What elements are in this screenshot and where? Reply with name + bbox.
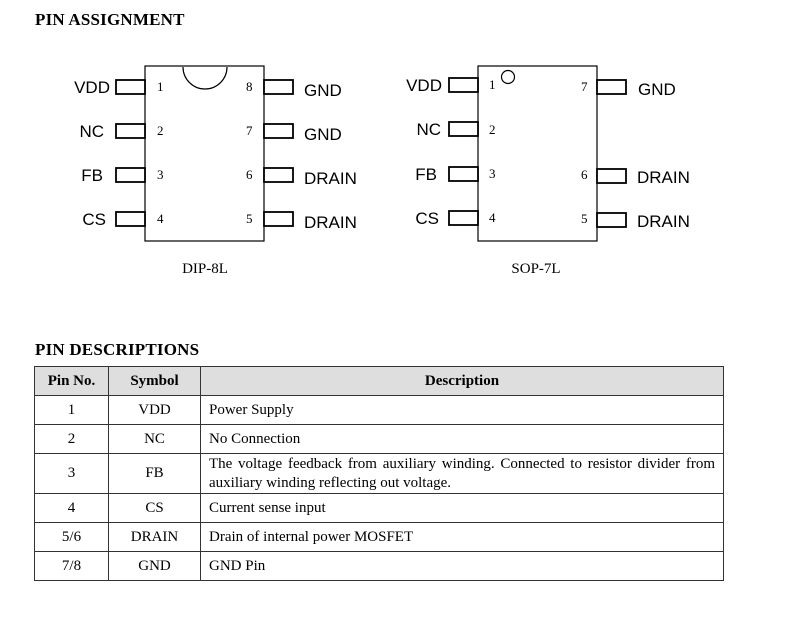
dip-pin-5 [263,211,294,227]
pin-number-cell: 1 [34,395,109,425]
dip-pin-6-number: 6 [246,167,253,182]
dip-pin-5-label: DRAIN [304,213,357,232]
sop-pin-2 [448,121,479,137]
sop-pin-2-number: 2 [489,122,496,137]
dip-pin-2 [115,123,146,139]
sop-pin-5-number: 5 [581,211,588,226]
dip-pin-8-number: 8 [246,79,253,94]
table-row: 1 VDD Power Supply [34,395,724,425]
sop-body [477,65,598,242]
dip-pin-7-label: GND [304,125,342,144]
pin-number-cell: 4 [34,493,109,523]
sop-pin-7-label: GND [638,80,676,99]
sop-pin-1 [448,77,479,93]
description-cell: Drain of internal power MOSFET [200,522,724,552]
pin-number-cell: 2 [34,424,109,454]
dip-pin-4-number: 4 [157,211,164,226]
dip-notch [182,66,228,90]
symbol-cell: FB [108,453,201,494]
table-row: 5/6 DRAIN Drain of internal power MOSFET [34,522,724,552]
sop-pin-2-label: NC [416,120,441,139]
dip-pin-1-number: 1 [157,79,164,94]
table-header-row: Pin No. Symbol Description [34,366,724,396]
dip-pin-3-label: FB [81,166,103,185]
dip-pin-1 [115,79,146,95]
dip-pin-5-number: 5 [246,211,253,226]
dip-pin-2-label: NC [79,122,104,141]
table-row: 7/8 GND GND Pin [34,551,724,581]
header-description: Description [200,366,724,396]
description-cell: Power Supply [200,395,724,425]
dip-pin-8 [263,79,294,95]
sop-pin-6-number: 6 [581,167,588,182]
sop-7l-package: VDD NC FB CS GND DRAIN DRAIN 1 2 3 4 7 6… [406,65,690,277]
dip-pin-1-label: VDD [74,78,110,97]
dip-pin-6 [263,167,294,183]
sop-pin-4 [448,210,479,226]
dip-pin-3 [115,167,146,183]
dip-pin-2-number: 2 [157,123,164,138]
sop-pin-6-label: DRAIN [637,168,690,187]
symbol-cell: DRAIN [108,522,201,552]
description-cell: The voltage feedback from auxiliary wind… [200,453,724,494]
table-row: 4 CS Current sense input [34,493,724,523]
description-cell: No Connection [200,424,724,454]
pin-description-table: Pin No. Symbol Description 1 VDD Power S… [34,366,724,581]
header-symbol: Symbol [108,366,201,396]
table-row: 2 NC No Connection [34,424,724,454]
sop-pin-7 [596,79,627,95]
pin-number-cell: 3 [34,453,109,494]
dip-pin-7-number: 7 [246,123,253,138]
sop-pin-3-number: 3 [489,166,496,181]
sop-pin-4-number: 4 [489,210,496,225]
symbol-cell: GND [108,551,201,581]
symbol-cell: CS [108,493,201,523]
description-cell: Current sense input [200,493,724,523]
dip-pin-3-number: 3 [157,167,164,182]
dip-pin-6-label: DRAIN [304,169,357,188]
pin-number-cell: 7/8 [34,551,109,581]
description-cell: GND Pin [200,551,724,581]
dip-pin-8-label: GND [304,81,342,100]
symbol-cell: VDD [108,395,201,425]
sop-package-name: SOP-7L [511,261,560,277]
sop-pin-3 [448,166,479,182]
sop-pin-1-number: 1 [489,77,496,92]
pin-assignment-heading: PIN ASSIGNMENT [35,10,185,29]
dip-package-name: DIP-8L [182,261,228,277]
pin-assignment-diagram: VDD NC FB CS GND GND DRAIN DRAIN 1 2 3 4… [74,65,690,277]
dip-body [144,65,265,242]
header-pin-no: Pin No. [34,366,109,396]
sop-pin-5 [596,212,627,228]
dip-pin-7 [263,123,294,139]
sop-pin-4-label: CS [415,209,439,228]
pin-descriptions-heading: PIN DESCRIPTIONS [35,340,200,359]
sop-pin-3-label: FB [415,165,437,184]
table-row: 3 FB The voltage feedback from auxiliary… [34,453,724,494]
symbol-cell: NC [108,424,201,454]
sop-pin-7-number: 7 [581,79,588,94]
dip-pin-4 [115,211,146,227]
dip-8l-package: VDD NC FB CS GND GND DRAIN DRAIN 1 2 3 4… [74,65,357,277]
sop-pin1-marker [500,69,516,85]
pin-number-cell: 5/6 [34,522,109,552]
dip-pin-4-label: CS [82,210,106,229]
sop-pin-5-label: DRAIN [637,212,690,231]
sop-pin-1-label: VDD [406,76,442,95]
sop-pin-6 [596,168,627,184]
